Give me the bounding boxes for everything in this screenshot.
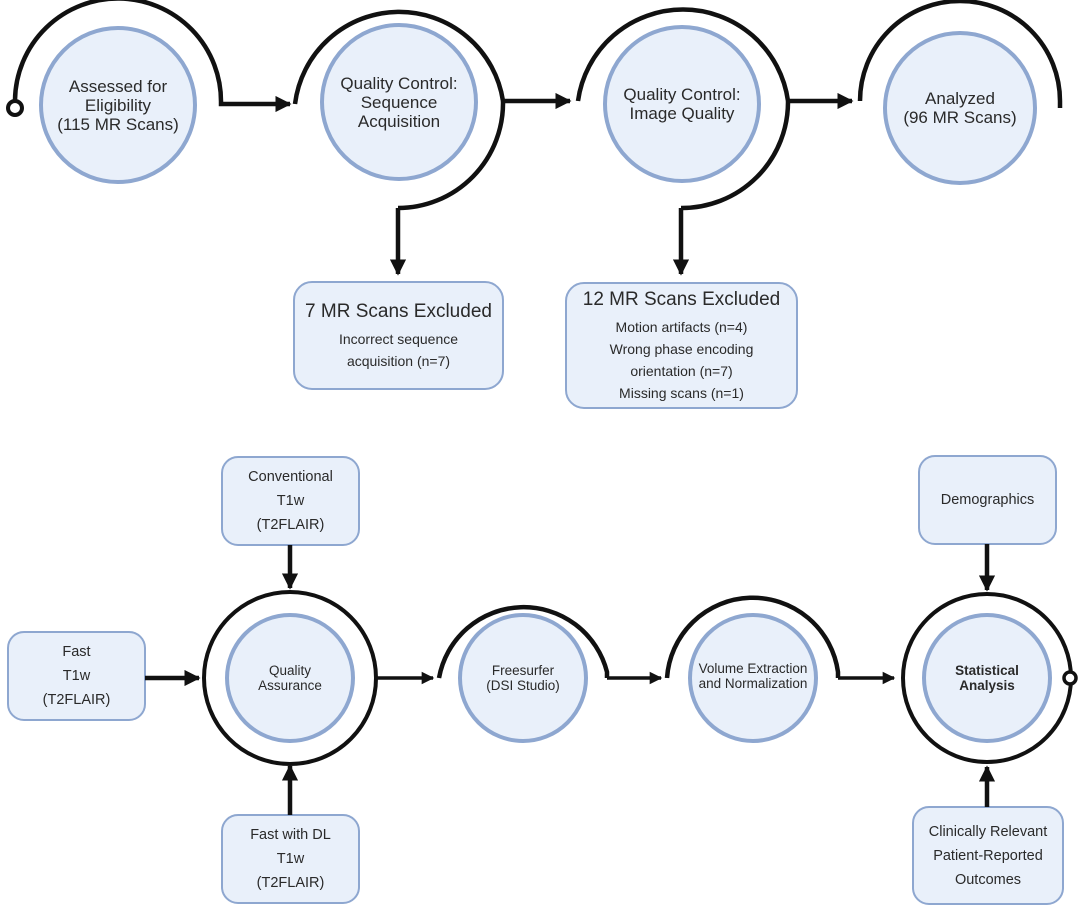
exclusion-line: orientation (n=7)	[630, 362, 733, 379]
connector-1-2	[218, 95, 292, 113]
input-label-fast-dl: Fast with DL T1w (T2FLAIR)	[222, 815, 359, 903]
input-line: Demographics	[940, 492, 1035, 508]
step-label-line: Acquisition	[357, 111, 441, 131]
step-label-line: Quality	[268, 663, 312, 678]
input-line: Fast	[62, 644, 91, 660]
step-label-line: (96 MR Scans)	[903, 108, 1017, 127]
step-3-arc	[575, 7, 791, 102]
step-label-line: Sequence	[360, 92, 438, 112]
step-label-line: Volume Extraction	[698, 661, 808, 676]
step-label-volume-extraction: Volume Extraction and Normalization	[688, 646, 818, 706]
step-4-arc	[857, 0, 1063, 108]
input-line: T1w	[62, 668, 91, 684]
exclusion-line: Wrong phase encoding	[609, 340, 754, 357]
input-label-fast: Fast T1w (T2FLAIR)	[8, 632, 145, 720]
step-label-image-qc: Quality Control: Image Quality	[612, 44, 752, 164]
step-label-line: Analysis	[959, 678, 1015, 693]
input-line: Outcomes	[954, 871, 1022, 888]
step-label-line: Freesurfer	[491, 663, 555, 678]
top-flow	[6, 0, 1063, 409]
bottom-flow	[7, 455, 1078, 905]
exclusion-line: Missing scans (n=1)	[619, 384, 744, 401]
end-node	[1062, 670, 1078, 686]
step-label-line: Statistical	[955, 663, 1019, 678]
step-4-circle	[883, 31, 1037, 185]
step-label-sequence-qc: Quality Control: Sequence Acquisition	[329, 42, 469, 162]
exclusion-line: Motion artifacts (n=4)	[615, 318, 748, 335]
step-3-circle	[603, 25, 761, 183]
freesurfer-arc	[436, 604, 610, 679]
input-label-clinical: Clinically Relevant Patient-Reported Out…	[913, 807, 1063, 904]
start-node	[6, 99, 24, 117]
input-line: Clinically Relevant	[928, 823, 1048, 840]
input-line: T1w	[276, 851, 305, 867]
step-label-line: Image Quality	[629, 104, 735, 123]
step-1-arc	[12, 0, 224, 104]
step-label-statistical-analysis: Statistical Analysis	[927, 648, 1047, 708]
step-label-line: Eligibility	[84, 95, 152, 115]
step-1-circle	[39, 26, 197, 184]
exclusion-label-2: 12 MR Scans Excluded Motion artifacts (n…	[566, 283, 797, 408]
volume-arc	[664, 595, 841, 679]
input-line: (T2FLAIR)	[256, 875, 325, 891]
step-label-line: and Normalization	[698, 676, 808, 691]
input-line: Conventional	[248, 469, 333, 485]
step-label-line: Assurance	[258, 678, 322, 693]
step-3-tail	[680, 100, 791, 211]
step-label-line: Quality Control:	[340, 73, 458, 93]
input-line: (T2FLAIR)	[256, 517, 325, 533]
exclusion-line: Incorrect sequence	[338, 330, 459, 347]
step-2-arc	[292, 9, 506, 105]
input-line: Fast with DL	[250, 827, 331, 843]
step-label-line: Assessed for	[68, 76, 168, 96]
input-line: T1w	[276, 493, 305, 509]
input-label-demographics: Demographics	[919, 456, 1056, 544]
step-label-line: (DSI Studio)	[486, 678, 560, 693]
input-line: (T2FLAIR)	[42, 692, 111, 708]
exclusion-title: 12 MR Scans Excluded	[582, 288, 781, 310]
exclusion-box-1	[293, 281, 504, 390]
step-label-quality-assurance: Quality Assurance	[230, 648, 350, 708]
step-label-line: Quality Control:	[623, 85, 741, 104]
step-label-line: (115 MR Scans)	[57, 114, 179, 134]
exclusion-line: acquisition (n=7)	[346, 352, 451, 369]
step-label-analyzed: Analyzed (96 MR Scans)	[890, 48, 1030, 168]
statistical-circle	[922, 613, 1052, 743]
step-label-line: Analyzed	[925, 89, 995, 108]
step-label-assessed: Assessed for Eligibility (115 MR Scans)	[48, 45, 188, 165]
input-label-conventional: Conventional T1w (T2FLAIR)	[222, 457, 359, 545]
exclusion-box-2	[565, 282, 798, 409]
volume-circle	[688, 613, 818, 743]
qa-circle	[225, 613, 355, 743]
exclusion-label-1: 7 MR Scans Excluded Incorrect sequence a…	[294, 282, 503, 389]
input-line: Patient-Reported	[933, 847, 1043, 864]
step-2-circle	[320, 23, 478, 181]
freesurfer-circle	[458, 613, 588, 743]
exclusion-title: 7 MR Scans Excluded	[305, 300, 492, 322]
step-label-freesurfer: Freesurfer (DSI Studio)	[463, 648, 583, 708]
step-2-tail	[397, 100, 506, 211]
